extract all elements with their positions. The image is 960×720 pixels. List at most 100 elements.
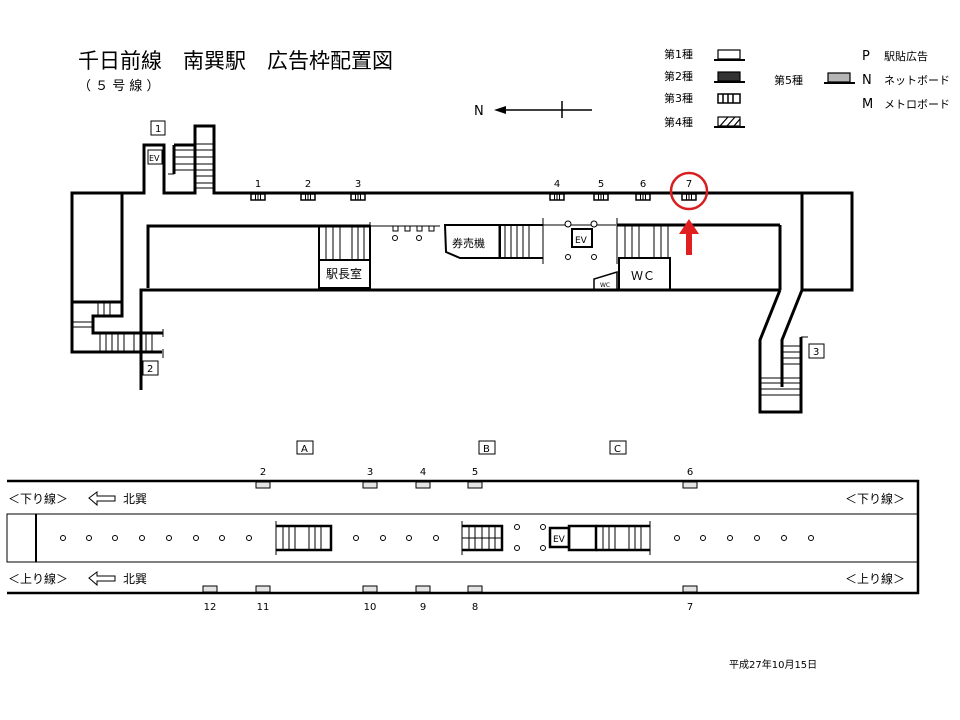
type5-ad-icon	[362, 585, 378, 593]
concourse-ad-slot-3[interactable]: 3	[350, 179, 366, 201]
direction-label-up: 北巽	[123, 572, 147, 586]
exit2-badge	[142, 360, 159, 376]
type5-ad-icon	[362, 481, 378, 489]
legend: 第1種 第2種 第3種 第4種 第5種 P 駅貼広告 N ネットボード M メト…	[664, 47, 950, 129]
highlight-circle	[669, 171, 709, 211]
platform-stairs-a-icon	[275, 521, 333, 555]
ad-slot-number: 6	[640, 179, 646, 190]
concourse-ad-slot-5[interactable]: 5	[593, 179, 609, 201]
ad-slot-number: 8	[472, 602, 478, 613]
concourse-ad-slot-2[interactable]: 2	[300, 179, 316, 201]
ad-slot-number: 2	[260, 467, 266, 478]
platform-top-slot-5[interactable]: 5	[467, 467, 483, 489]
legend-type4-label: 第4種	[664, 115, 693, 129]
platform-stairs-b-icon	[461, 521, 504, 555]
legend-code-p-label: 駅貼広告	[884, 49, 928, 63]
type5-ad-icon	[255, 481, 271, 489]
ad-slot-number: 3	[355, 179, 361, 190]
platform-bottom-slot-8[interactable]: 8	[467, 585, 483, 613]
ad-slot-number: 7	[686, 179, 692, 190]
type5-ad-icon	[202, 585, 218, 593]
ticket-machine-area	[443, 224, 501, 259]
platform-bottom-slot-10[interactable]: 10	[362, 585, 378, 613]
pillars	[60, 524, 814, 551]
down-line-label-right: ＜下り線＞	[845, 491, 905, 506]
section-a-label: A	[301, 444, 308, 455]
exit1-badge	[150, 120, 166, 136]
up-line-label-right: ＜上り線＞	[845, 571, 905, 586]
type5-ad-icon	[682, 481, 698, 489]
concourse-ev-label: EV	[575, 236, 588, 246]
platform-ev-label: EV	[553, 535, 566, 545]
type5-ad-icon	[467, 585, 483, 593]
exit1-ev	[147, 149, 163, 165]
compass-label: N	[474, 104, 484, 119]
ad-slot-number: 4	[554, 179, 560, 190]
small-wc-label: WC	[600, 282, 610, 289]
concourse-ad-slots: 1 2 3 4 5 6 7	[250, 179, 697, 201]
ad-slot-number: 7	[687, 602, 693, 613]
legend-type1-label: 第1種	[664, 47, 693, 61]
page-title: 千日前線 南巽駅 広告枠配置図	[78, 49, 393, 73]
ad-slot-number: 2	[305, 179, 311, 190]
legend-type4-icon	[714, 116, 745, 128]
concourse-ad-slot-4[interactable]: 4	[549, 179, 565, 201]
ad-slot-number: 4	[420, 467, 426, 478]
legend-type3-label: 第3種	[664, 91, 693, 105]
exit2-stairs-icon	[72, 302, 153, 352]
platform-bottom-slot-7[interactable]: 7	[682, 585, 698, 613]
highlight-arrow-icon	[679, 219, 699, 255]
down-line-label-left: ＜下り線＞	[8, 491, 68, 506]
platform-bottom-slot-9[interactable]: 9	[415, 585, 431, 613]
platform-top-slot-4[interactable]: 4	[415, 467, 431, 489]
ticket-machine-label: 券売機	[452, 236, 485, 250]
exit2-label: 2	[147, 364, 153, 375]
platform-plan: A B C ＜下り線＞ ＜下り線＞ ＜上り線＞ ＜上り線＞ 北巽 北巽	[6, 440, 920, 595]
ad-slot-number: 11	[257, 602, 270, 613]
type5-ad-icon	[682, 585, 698, 593]
up-line-label-left: ＜上り線＞	[8, 571, 68, 586]
section-c-label: C	[614, 444, 621, 455]
legend-code-m: M	[862, 97, 873, 112]
platform-ad-slots: 2 3 4 5 6 12 11 10 9 8 7	[202, 467, 698, 613]
section-c-badge	[609, 440, 627, 455]
concourse-stairs-center-icon	[492, 218, 544, 264]
ad-slot-number: 6	[687, 467, 693, 478]
exit1-label: 1	[155, 124, 161, 135]
platform-bottom-slot-11[interactable]: 11	[255, 585, 271, 613]
ad-slot-number: 10	[364, 602, 377, 613]
legend-code-n-label: ネットボード	[884, 74, 950, 87]
legend-type1-icon	[714, 49, 745, 61]
exit1-ev-label: EV	[149, 154, 160, 163]
ad-slot-number: 12	[204, 602, 217, 613]
section-a-badge	[296, 440, 314, 455]
platform-stairs-c-icon	[567, 521, 651, 555]
exit3-label: 3	[813, 347, 819, 358]
legend-code-n: N	[862, 73, 872, 88]
direction-label-down: 北巽	[123, 492, 147, 506]
legend-type2-label: 第2種	[664, 69, 693, 83]
platform-top-slot-6[interactable]: 6	[682, 467, 698, 489]
ad-slot-number: 9	[420, 602, 426, 613]
platform-top-slot-3[interactable]: 3	[362, 467, 378, 489]
concourse-ad-slot-7[interactable]: 7	[681, 179, 697, 201]
type5-ad-icon	[415, 481, 431, 489]
platform-bottom-slot-12[interactable]: 12	[202, 585, 218, 613]
section-b-badge	[478, 440, 496, 455]
type5-ad-icon	[467, 481, 483, 489]
exit3-stairs-icon	[760, 345, 801, 396]
platform-top-slot-2[interactable]: 2	[255, 467, 271, 489]
legend-code-m-label: メトロボード	[884, 98, 950, 111]
ad-slot-number: 3	[367, 467, 373, 478]
legend-type2-icon	[714, 71, 745, 83]
concourse-ad-slot-6[interactable]: 6	[635, 179, 651, 201]
concourse-plan: EV 1 駅長室	[70, 120, 854, 414]
legend-code-p: P	[862, 49, 870, 64]
concourse-ad-slot-1[interactable]: 1	[250, 179, 266, 201]
footer-date: 平成27年10月15日	[729, 658, 817, 671]
gate-markers	[392, 225, 435, 241]
legend-type3-icon	[717, 93, 741, 104]
direction-arrow-icon-up	[88, 571, 116, 587]
station-master-stairs-icon	[319, 226, 370, 261]
